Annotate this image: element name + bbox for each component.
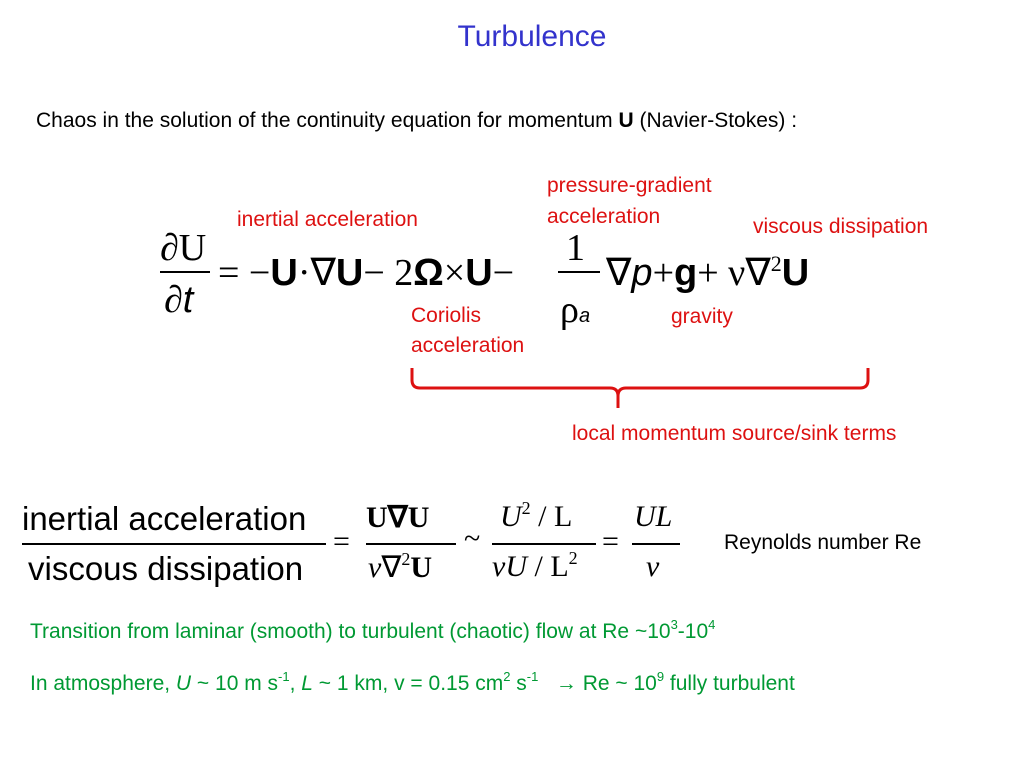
label-pressure-2: acceleration: [547, 205, 661, 228]
intro-text: Chaos in the solution of the continuity …: [36, 109, 797, 133]
nabla-den: ∇: [381, 551, 402, 584]
intro-prefix: Chaos in the solution of the continuity …: [36, 109, 619, 132]
curly-bracket: [410, 368, 870, 408]
exp-4: 4: [708, 617, 716, 632]
ratio-bar-words: [22, 543, 326, 545]
plus-1: +: [652, 252, 674, 294]
tilde-symbol: ~: [464, 522, 481, 555]
L-squared: 2: [568, 548, 578, 568]
label-local-sources: local momentum source/sink terms: [572, 422, 897, 445]
nabla-1: ∇: [310, 252, 336, 294]
ratio-numerator-word: inertial acceleration: [22, 500, 307, 537]
atm-c: ,: [289, 672, 302, 695]
ratio-den-2: νU / L2: [492, 548, 578, 584]
label-gravity: gravity: [671, 305, 733, 328]
nu-U: νU: [492, 550, 527, 583]
plus-nu-nabla: + ν∇: [697, 252, 771, 294]
nabla-2: ∇: [606, 252, 632, 294]
ratio-num-3: UL: [634, 500, 673, 533]
intro-suffix: (Navier-Stokes) :: [633, 109, 798, 132]
nu-1: ν: [368, 551, 382, 584]
g-symbol: g: [674, 252, 698, 294]
partial-symbol: ∂: [164, 279, 183, 321]
ratio-bar-2: [492, 543, 596, 545]
dot-op: ·: [297, 252, 311, 294]
num2-squared: 2: [521, 498, 531, 518]
ratio-denominator-word: viscous dissipation: [28, 550, 304, 587]
atm-exp3: -1: [526, 669, 539, 684]
fraction-bar-rho: [558, 271, 600, 273]
rho-subscript: a: [578, 305, 591, 327]
times-op: ×: [443, 252, 466, 294]
ratio-bar-3: [632, 543, 680, 545]
atm-U: U: [175, 672, 192, 695]
dt-denominator: ∂t: [164, 278, 193, 322]
atm-d: ~ 1 km, v = 0.15 cm: [312, 672, 504, 695]
label-coriolis-1: Coriolis: [411, 304, 482, 327]
squared: 2: [770, 251, 782, 276]
atm-g: fully turbulent: [664, 672, 795, 695]
omega-symbol: Ω: [413, 252, 444, 294]
U-nabla-U: U∇U: [366, 501, 430, 534]
exp-3: 3: [670, 617, 678, 632]
U-term-3: U: [465, 252, 493, 294]
one-numerator: 1: [566, 227, 585, 269]
t-symbol: t: [182, 279, 194, 321]
ratio-bar-1: [366, 543, 456, 545]
rho-denominator: ρa: [560, 288, 590, 332]
atm-exp1: -1: [278, 669, 290, 684]
atm-exp2: 2: [503, 669, 511, 684]
ratio-num-1: U∇U: [366, 500, 429, 535]
atmosphere-note: In atmosphere, U ~ 10 m s-1, L ~ 1 km, v…: [30, 669, 795, 696]
transition-mid: -10: [677, 620, 709, 643]
atm-f: → Re ~ 10: [538, 672, 657, 695]
den-squared: 2: [401, 549, 411, 569]
atm-L: L: [301, 672, 313, 695]
dU-numerator: ∂U: [160, 226, 206, 270]
U-den: U: [410, 551, 433, 584]
label-pressure-1: pressure-gradient: [547, 174, 712, 197]
atm-b: ~ 10 m s: [191, 672, 279, 695]
atm-e: s: [510, 672, 527, 695]
U-num-2: U: [500, 500, 522, 533]
atm-exp4: 9: [656, 669, 665, 684]
p-symbol: p: [631, 252, 653, 294]
minus-3: −: [492, 252, 515, 294]
rho-symbol: ρ: [560, 289, 579, 331]
ratio-den-1: ν∇2U: [368, 550, 432, 585]
label-coriolis-2: acceleration: [411, 334, 525, 357]
ratio-den-3: ν: [646, 550, 660, 583]
partial-U: ∂U: [160, 227, 207, 269]
ratio-num-2: U2 / L: [500, 498, 573, 534]
atm-a: In atmosphere,: [30, 672, 176, 695]
U-term-2: U: [335, 252, 364, 294]
over-L-den: / L: [526, 550, 569, 583]
transition-text: Transition from laminar (smooth) to turb…: [30, 620, 671, 643]
eq-sign-1: =: [333, 525, 350, 558]
reynolds-label: Reynolds number Re: [724, 531, 922, 554]
eq-sign-2: =: [602, 525, 619, 558]
fraction-bar-dUdt: [160, 271, 210, 273]
minus-2: − 2: [363, 252, 414, 294]
U-term-4: U: [781, 252, 810, 294]
label-viscous: viscous dissipation: [753, 215, 929, 238]
label-inertial: inertial acceleration: [237, 208, 418, 231]
rhs-equation: = −U·∇U− 2Ω×U−: [218, 250, 514, 295]
rhs-equation-2: ∇p+g+ ν∇2U: [606, 250, 809, 295]
eq-minus: = −: [218, 252, 271, 294]
intro-symbol: U: [618, 109, 634, 132]
U-term-1: U: [270, 252, 298, 294]
slide-title: Turbulence: [457, 20, 607, 53]
over-L: / L: [530, 500, 573, 533]
transition-note: Transition from laminar (smooth) to turb…: [30, 617, 716, 644]
